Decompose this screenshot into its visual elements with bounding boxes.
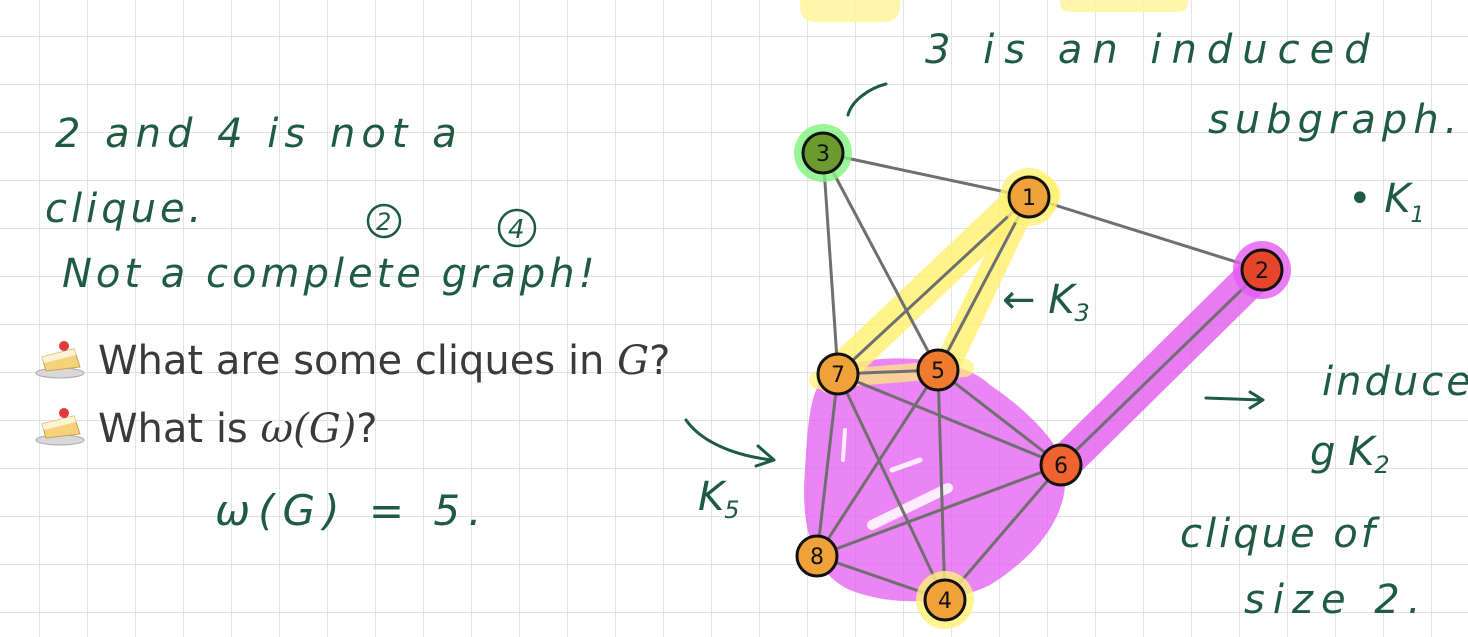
node-5-circle xyxy=(916,348,960,392)
question-2-suffix: ? xyxy=(356,406,377,452)
note-k1: • K1 xyxy=(1348,176,1425,228)
node-6: 6 xyxy=(1039,443,1083,487)
note-clique: clique. xyxy=(45,186,205,232)
node-1: 1 xyxy=(1000,168,1058,226)
note-induced-subgraph: 3 is an induced xyxy=(925,27,1380,73)
svg-text:What are some cliques in G?: What are some cliques in G? xyxy=(98,338,670,384)
circled-number: 4 xyxy=(508,215,525,245)
note-subgraph: subgraph. xyxy=(1208,97,1463,143)
node-8: 8 xyxy=(795,534,839,578)
edge-7-4 xyxy=(836,372,947,602)
question-2-text: What is xyxy=(98,406,260,452)
edge-1-2 xyxy=(1027,195,1264,272)
node-3-circle xyxy=(801,131,845,175)
node-5-label: 5 xyxy=(931,359,945,384)
note-induce-k2: g K2 xyxy=(1310,429,1390,479)
note-size-2: size 2. xyxy=(1244,577,1428,623)
top-highlight-mark xyxy=(1060,0,1188,12)
edge-3-7 xyxy=(821,151,840,376)
question-2: What is ω(G)? xyxy=(35,406,378,452)
note-omega-value: ω(G) = 5. xyxy=(215,486,489,535)
question-2-math: ω(G) xyxy=(260,406,356,452)
node-1-label: 1 xyxy=(1022,186,1036,211)
node-4-circle xyxy=(923,578,967,622)
node-6-circle xyxy=(1039,443,1083,487)
node-4-label: 4 xyxy=(938,589,952,614)
edge-3-1 xyxy=(821,151,1031,199)
note-clique-of: clique of xyxy=(1180,511,1381,557)
node-1-circle xyxy=(1007,175,1051,219)
k5-arrow xyxy=(684,418,776,468)
highlight-gap-mark xyxy=(889,457,923,473)
graph-edges xyxy=(815,151,1264,602)
note-not-complete: Not a complete graph! xyxy=(62,251,599,297)
edge-1-5 xyxy=(936,195,1031,372)
question-1-math: G xyxy=(617,338,649,384)
highlight-gap-mark xyxy=(867,483,953,530)
node-4: 4 xyxy=(916,571,974,629)
question-1: What are some cliques in G? xyxy=(35,338,670,384)
note-k5: K5 xyxy=(698,474,740,524)
node-8-label: 8 xyxy=(810,545,824,570)
graph-nodes: 3 1 2 7 5 6 8 4 xyxy=(794,124,1291,629)
edge-2-6 xyxy=(1059,268,1264,467)
edge-1-7 xyxy=(836,195,1031,376)
edge-6-8 xyxy=(815,463,1063,558)
note-induce: induce xyxy=(1322,359,1468,405)
edge-3-5 xyxy=(821,151,940,372)
node-7-label: 7 xyxy=(831,363,845,388)
circled-number: 2 xyxy=(376,208,391,236)
node-3: 3 xyxy=(794,124,852,182)
node-8-circle xyxy=(795,534,839,578)
edge-7-8 xyxy=(815,372,840,558)
question-1-suffix: ? xyxy=(649,338,670,384)
node-2-circle xyxy=(1240,248,1284,292)
edge-5-4 xyxy=(936,368,947,602)
cake-icon xyxy=(35,408,85,446)
edge-5-6 xyxy=(936,368,1063,467)
edge-5-8 xyxy=(815,368,940,558)
circled-node-4 xyxy=(497,208,537,248)
highlight-gap-mark xyxy=(841,428,847,462)
node-5: 5 xyxy=(916,348,960,392)
node-7: 7 xyxy=(816,352,860,396)
note-k3: ← K3 xyxy=(1002,277,1090,327)
node-7-circle xyxy=(816,352,860,396)
node-2-label: 2 xyxy=(1255,259,1269,284)
question-1-text: What are some cliques in xyxy=(98,338,617,384)
node-6-label: 6 xyxy=(1054,454,1068,479)
note-not-clique: 2 and 4 is not a xyxy=(55,111,463,157)
node-2: 2 xyxy=(1233,241,1291,299)
node-3-label: 3 xyxy=(816,142,830,167)
cake-icon xyxy=(35,341,85,379)
edge-6-4 xyxy=(943,463,1063,602)
svg-text:What is ω(G)?: What is ω(G)? xyxy=(98,406,378,452)
circled-node-2 xyxy=(366,203,402,239)
pointer-arrow xyxy=(846,82,888,117)
top-highlight-mark xyxy=(800,0,900,22)
edge-7-6 xyxy=(836,372,1063,467)
induce-arrow xyxy=(1204,390,1265,410)
